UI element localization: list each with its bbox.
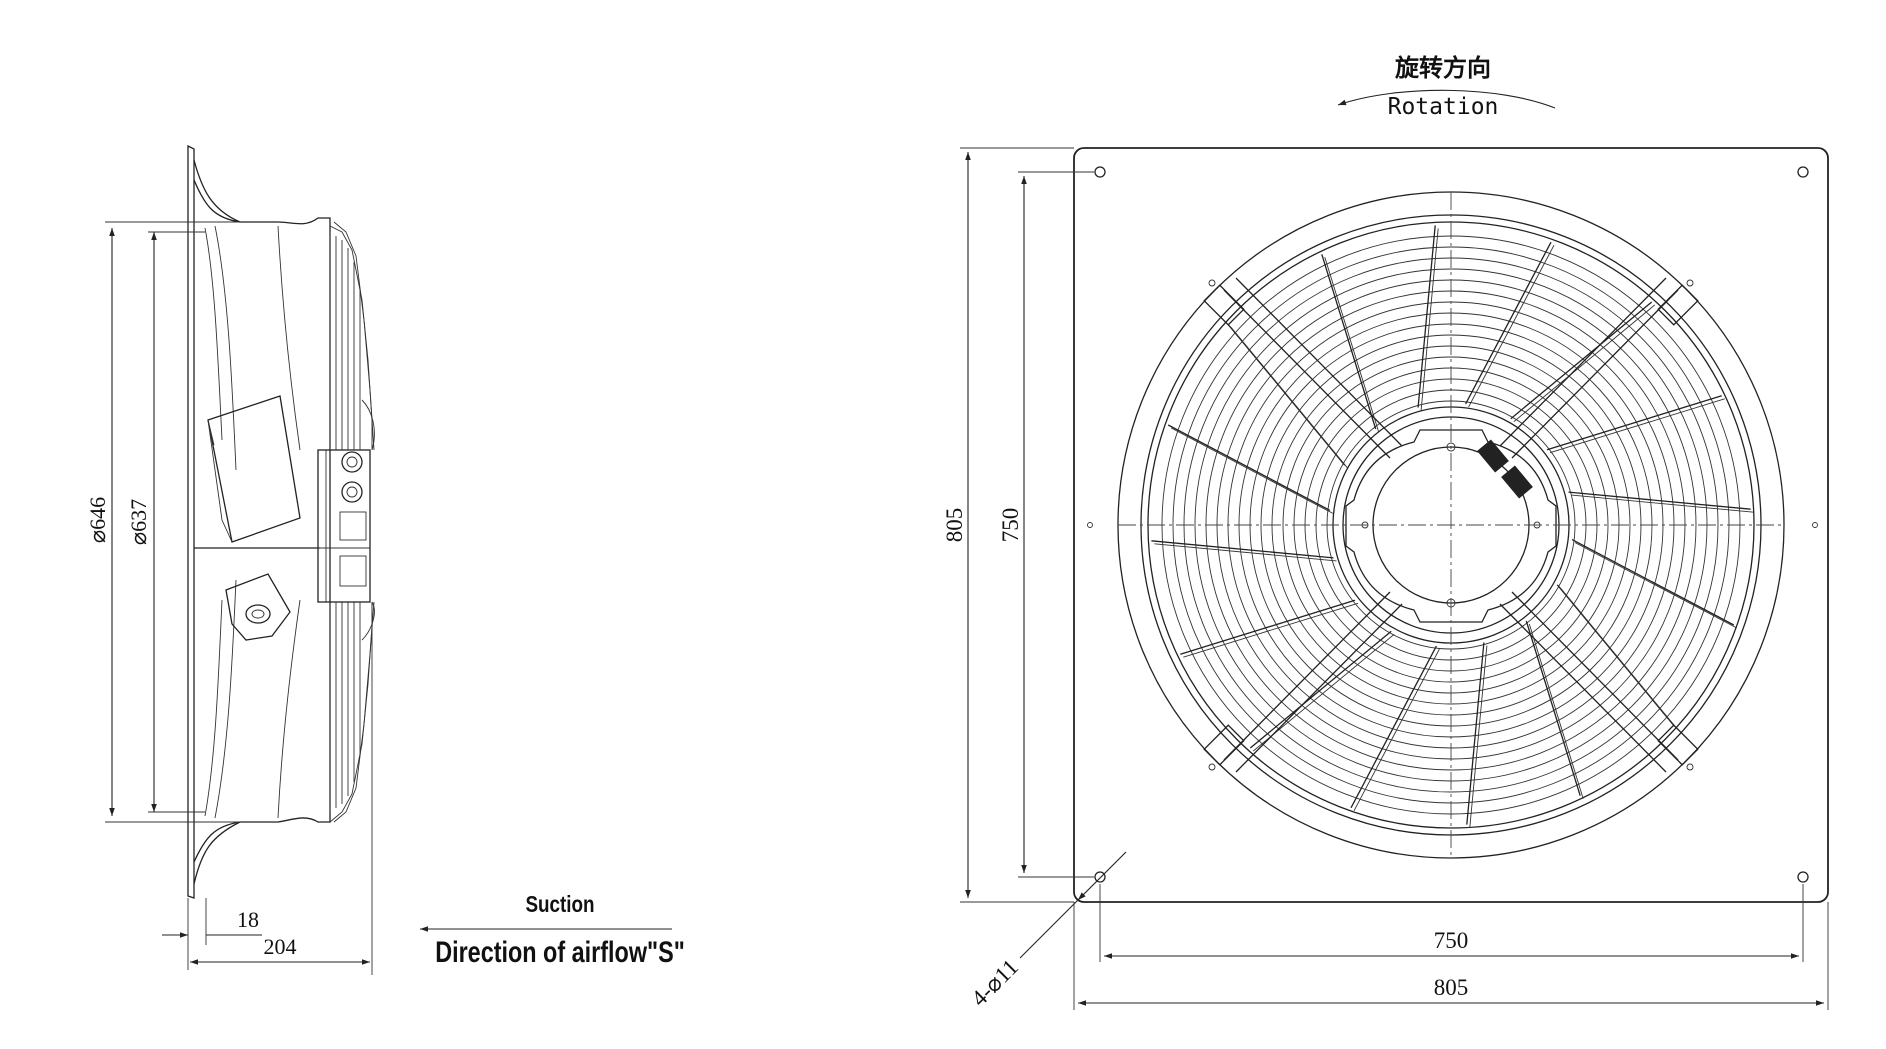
side-motor-body [317, 449, 371, 603]
guard-spoke [1466, 642, 1485, 825]
guard-spoke-edge [1183, 602, 1359, 658]
mounting-holes [1087, 166, 1818, 883]
arm-bracket-bottom-right [1657, 724, 1699, 766]
guard-spoke-edge [1528, 623, 1584, 799]
arm-bracket-top-left [1203, 284, 1245, 326]
guard-spoke [1465, 241, 1552, 405]
side-lower-flange [193, 821, 241, 885]
side-blade-clamp [225, 573, 291, 641]
guard-spoke [1321, 254, 1377, 430]
mount-hole-bottom-right [1797, 871, 1809, 883]
guard-spoke-edge [1420, 228, 1439, 411]
guard-spoke [1151, 540, 1334, 559]
suction-label: Suction [525, 892, 594, 917]
arm-bracket-bottom-left [1203, 724, 1245, 766]
motor-hub-flange [1345, 429, 1557, 623]
side-cable-gland-1 [341, 451, 363, 473]
guard-spoke [1167, 424, 1331, 511]
mount-hole-top-left [1094, 166, 1106, 178]
guard-spoke [1571, 539, 1735, 626]
dim-width-750: 750 [1434, 928, 1469, 953]
guard-spokes [1151, 225, 1754, 828]
guard-spoke-edge [1469, 645, 1488, 828]
rotation-arrow [1337, 89, 1556, 109]
guard-spoke-edge [1170, 427, 1334, 514]
guard-spoke [1180, 599, 1356, 655]
guard-spoke-edge [1559, 587, 1678, 729]
side-blade-plate [207, 395, 301, 543]
rotation-annotation: 旋转方向 Rotation [1337, 54, 1556, 120]
side-mounting-plate [187, 144, 195, 899]
mount-hole-bottom-left [1094, 871, 1106, 883]
leader-holes [1077, 851, 1127, 901]
mount-hole-top-right [1797, 166, 1809, 178]
guard-spoke-edge [1353, 648, 1440, 812]
front-view: 805 750 750 805 4-⌀11 [942, 147, 1829, 1011]
guard-spoke-edge [1571, 494, 1754, 513]
dim-depth-18: 18 [237, 907, 259, 932]
guard-spoke-edge [1513, 304, 1655, 423]
guard-spoke [1568, 491, 1751, 510]
dim-holes: 4-⌀11 [966, 954, 1023, 1011]
side-upper-flange [193, 159, 241, 223]
guard-spoke [1546, 395, 1722, 451]
rotation-label-cn: 旋转方向 [1394, 54, 1491, 82]
guard-spoke-edge [1468, 244, 1555, 408]
guard-spoke [1510, 301, 1653, 420]
side-blade-lower [204, 579, 301, 819]
cable-gland-1 [1477, 439, 1509, 473]
dim-height-805: 805 [942, 508, 967, 543]
dim-dia-637: ⌀637 [126, 499, 151, 545]
guard-spoke [1417, 225, 1436, 408]
guard-spoke-edge [1324, 257, 1380, 433]
guard-spoke [1350, 645, 1437, 809]
dim-dia-646: ⌀646 [85, 497, 110, 543]
dim-height-750: 750 [998, 508, 1023, 543]
guard-spoke-edge [1549, 398, 1725, 454]
airflow-direction-label: Direction of airflow"S" [435, 935, 685, 968]
side-guard-grille [329, 221, 375, 823]
side-view: ⌀646 ⌀637 18 204 [85, 144, 375, 975]
airflow-annotation: Suction Direction of airflow"S" [420, 892, 685, 969]
support-arms [1203, 277, 1699, 773]
front-mounting-plate [1073, 147, 1829, 903]
side-cable-gland-2 [341, 481, 363, 503]
side-blade-upper [204, 225, 301, 471]
side-fan-housing [240, 217, 331, 823]
guard-spoke-edge [1574, 542, 1738, 629]
dim-width-805: 805 [1434, 975, 1469, 1000]
arm-bracket-top-right [1657, 284, 1699, 326]
guard-spoke-edge [1154, 543, 1337, 562]
dim-depth-204: 204 [264, 934, 297, 959]
cable-gland-2 [1501, 465, 1533, 499]
rotation-label-en: Rotation [1388, 94, 1499, 120]
guard-spoke [1525, 620, 1581, 796]
guard-spoke-edge [1230, 327, 1349, 469]
guard-spoke [1249, 630, 1392, 749]
